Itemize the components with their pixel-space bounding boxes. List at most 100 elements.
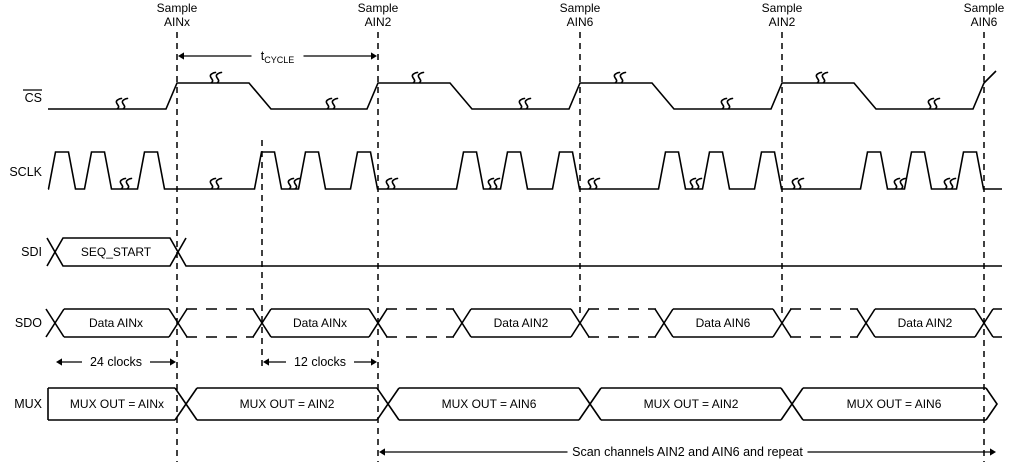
mux-block-label: MUX OUT = AIN6	[847, 397, 942, 411]
sample-marker-line2: AINx	[164, 15, 190, 29]
signal-label-sdi: SDI	[21, 245, 42, 259]
sdo-cross-left	[856, 308, 876, 338]
clocks-24-dimension: 24 clocks	[56, 355, 176, 369]
sample-marker-line1: Sample	[358, 1, 399, 15]
sdo-cross-left	[654, 308, 674, 338]
sdo-cross-right	[168, 308, 188, 338]
signal-label-text: SCLK	[9, 165, 42, 179]
clocks-12-dimension: 12 clocks	[263, 355, 377, 369]
scan-dimension: Scan channels AIN2 and AIN6 and repeat	[379, 445, 996, 459]
mux-block-label: MUX OUT = AIN6	[442, 397, 537, 411]
t-cycle-label: tCYCLE	[261, 49, 295, 65]
clocks-24-label: 24 clocks	[90, 355, 142, 369]
sdo-waveform: Data AINx Data AINx Data AIN2 Data AIN6 Data…	[45, 308, 1002, 338]
sdi-cross-right-up	[177, 237, 187, 253]
sdo-cross-right	[772, 308, 792, 338]
mux-cross	[780, 387, 804, 421]
arrow-head-icon	[170, 358, 176, 366]
mux-block	[803, 387, 986, 421]
scan-label: Scan channels AIN2 and AIN6 and repeat	[572, 445, 803, 459]
sdo-block	[673, 308, 773, 338]
cs-break-icon	[815, 71, 829, 84]
sdo-block	[271, 308, 369, 338]
signal-label-mux: MUX	[14, 397, 42, 411]
mux-cross	[174, 387, 198, 421]
sclk-break-icon	[893, 177, 907, 190]
sclk-break-icon	[487, 177, 501, 190]
mux-block	[197, 387, 377, 421]
sample-marker-line1: Sample	[560, 1, 601, 15]
sdi-block-label: SEQ_START	[81, 245, 152, 259]
cs-break-icon	[325, 97, 339, 110]
arrow-head-icon	[178, 52, 184, 60]
sdi-cross-left	[46, 237, 56, 267]
sclk-break-icon	[287, 177, 301, 190]
sdi-idle	[177, 251, 1002, 267]
mux-block	[48, 387, 175, 421]
sclk-break-icon	[943, 177, 957, 190]
sample-marker-line2: AIN6	[567, 15, 594, 29]
mux-block	[601, 387, 781, 421]
arrow-head-icon	[371, 358, 377, 366]
signal-label-sdo: SDO	[15, 316, 42, 330]
sdi-waveform: SEQ_START	[46, 237, 1002, 267]
sdo-block	[471, 308, 571, 338]
mux-block-label: MUX OUT = AINx	[70, 397, 164, 411]
clocks-12-label: 12 clocks	[294, 355, 346, 369]
sdo-block-label: Data AINx	[293, 316, 347, 330]
signal-label-text: SDI	[21, 245, 42, 259]
sclk-break-icon	[119, 177, 133, 190]
arrow-head-icon	[263, 358, 269, 366]
mux-block-label: MUX OUT = AIN2	[644, 397, 739, 411]
signal-label-cs: CS	[23, 89, 42, 105]
sample-marker-line2: AIN2	[365, 15, 392, 29]
sclk-trace	[47, 151, 1002, 190]
sdo-block-label: Data AIN2	[494, 316, 549, 330]
sclk-break-icon	[689, 177, 703, 190]
sdo-block-label: Data AINx	[89, 316, 143, 330]
sample-marker-group: SampleAINxSampleAIN2SampleAIN6SampleAIN2…	[157, 1, 1005, 462]
sdo-block-label: Data AIN6	[696, 316, 751, 330]
cs-trace	[48, 70, 997, 110]
sdo-block	[875, 308, 975, 338]
signal-label-text: MUX	[14, 397, 42, 411]
sdo-cross-left	[45, 308, 65, 338]
sdo-cross-right	[570, 308, 590, 338]
cs-break-icon	[518, 97, 532, 110]
signal-label-sclk: SCLK	[9, 165, 42, 179]
sample-marker-line1: Sample	[964, 1, 1005, 15]
sdo-cross-right	[974, 308, 994, 338]
sdo-block-label: Data AIN2	[898, 316, 953, 330]
arrow-head-icon	[990, 448, 996, 456]
mux-cross	[578, 387, 602, 421]
mux-waveform: MUX OUT = AINx MUX OUT = AIN2 MUX OUT = AI…	[47, 387, 998, 421]
signal-label-text: SDO	[15, 316, 42, 330]
sdo-cross-left	[452, 308, 472, 338]
cs-waveform	[48, 70, 997, 110]
sample-marker-line2: AIN2	[769, 15, 796, 29]
cs-break-icon	[411, 71, 425, 84]
mux-block	[399, 387, 579, 421]
cs-break-icon	[613, 71, 627, 84]
signal-label-group: CS SCLK SDI SDO MUX	[9, 89, 43, 411]
arrow-head-icon	[56, 358, 62, 366]
mux-cross	[376, 387, 400, 421]
sdo-block	[64, 308, 169, 338]
sdo-cross-left	[252, 308, 272, 338]
cs-break-icon	[115, 97, 129, 110]
sample-marker-line1: Sample	[762, 1, 803, 15]
mux-block-label: MUX OUT = AIN2	[240, 397, 335, 411]
signal-label-text: CS	[25, 91, 42, 105]
t-cycle-dimension: tCYCLE	[178, 49, 377, 65]
mux-end-edge	[985, 387, 998, 421]
sclk-break-icon	[209, 177, 223, 190]
sclk-break-icon	[587, 177, 601, 190]
arrow-head-icon	[379, 448, 385, 456]
